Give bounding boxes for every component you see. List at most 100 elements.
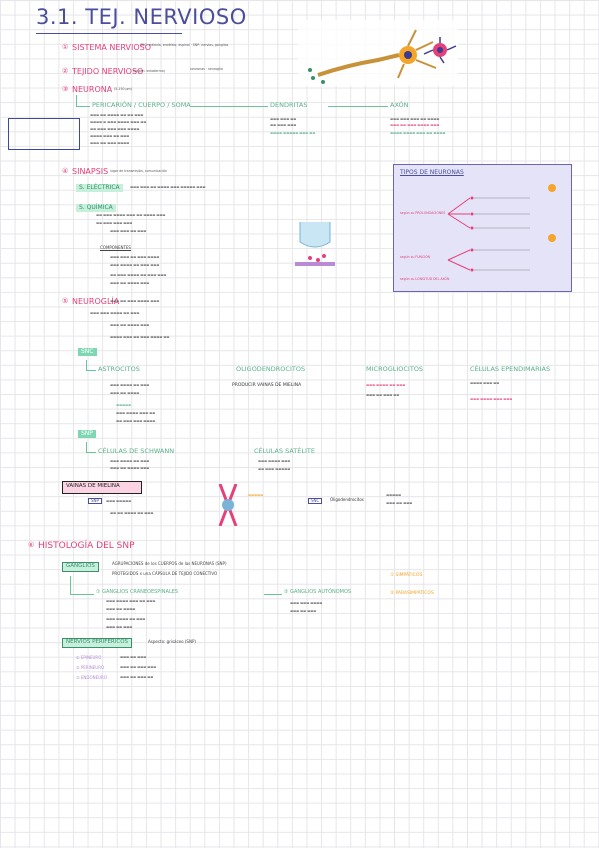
connector — [86, 360, 87, 370]
dendritas-label: DENDRITAS — [270, 101, 308, 109]
note-line: ▬▬▬▬ ▬▬▬▬ ▬▬▬ ▬▬ ▬▬▬▬ — [390, 131, 446, 135]
note-line: ▬▬▬▬ ▬▬▬ ▬▬ ▬▬▬ ▬▬▬▬ ▬▬ — [110, 335, 170, 339]
note-line: ▬▬▬ ▬▬▬ ▬▬ ▬▬▬ ▬▬▬▬ — [110, 255, 160, 259]
note-line: ▬▬▬ ▬▬▬ ▬▬ ▬▬▬▬ ▬▬▬ ▬▬▬▬▬ ▬▬▬ — [130, 185, 206, 189]
sinapsis-quimica: S. QUÍMICA — [76, 204, 116, 212]
s2-label: TEJIDO NERVIOSO — [72, 67, 144, 76]
connector — [264, 594, 282, 595]
note-line: ▬▬ ▬▬▬ ▬▬▬▬ ▬▬▬ ▬▬ ▬▬▬▬ ▬▬▬ — [96, 213, 166, 217]
sinapsis-electrica: S. ELÉCTRICA — [76, 184, 123, 192]
s1-num: ① — [62, 43, 69, 51]
note-line: ▬▬▬ ▬▬▬▬▬ — [106, 499, 132, 503]
connector — [70, 594, 94, 595]
note-line: ▬▬ ▬▬▬ ▬▬▬▬▬ — [258, 467, 291, 471]
note-line: ▬▬▬ ▬▬▬ ▬▬ ▬▬▬ — [110, 229, 147, 233]
tipos-title: TIPOS DE NEURONAS — [400, 169, 464, 176]
producir-vainas: PRODUCIR VAINAS DE MIELINA — [232, 383, 302, 388]
schwann-label: CÉLULAS DE SCHWANN — [98, 447, 175, 455]
note-line: ▬▬▬ ▬▬ ▬▬▬▬ ▬▬▬ — [110, 466, 150, 470]
pericarion-label: PERICARIÓN / CUERPO / SOMA — [92, 101, 191, 109]
note-line: ▬▬▬▬ ▬▬▬▬▬ ▬▬▬ ▬▬ — [270, 131, 316, 135]
note-line: ▬▬▬ ▬▬▬▬ ▬▬▬ ▬▬▬ — [470, 397, 513, 401]
note-line: ▬▬▬ ▬▬ ▬▬▬▬ — [106, 607, 136, 611]
note-line: ▬▬▬ ▬▬▬▬ ▬▬▬ ▬▬ — [116, 411, 156, 415]
componentes-label: COMPONENTES — [100, 245, 131, 250]
note-line: ▬▬▬ ▬▬ ▬▬▬ ▬▬▬▬ ▬▬▬ — [390, 123, 440, 127]
snc-box: SNC — [78, 348, 97, 356]
connector — [76, 106, 90, 107]
ganglios-parasimp: ② PARASIMPÁTICOS — [390, 591, 434, 596]
note-line: ▬▬▬ ▬▬▬ ▬▬▬▬ — [290, 601, 323, 605]
note-line: ▬▬▬ ▬▬ ▬▬▬▬ ▬▬▬ — [110, 323, 150, 327]
note-line: ▬▬▬ ▬▬ ▬▬▬ ▬▬▬▬ — [90, 141, 130, 145]
microgliocitos-label: MICROGLIOCITOS — [366, 365, 424, 373]
connector — [190, 106, 268, 107]
s1-label: SISTEMA NERVIOSO — [72, 43, 152, 52]
vainas-title: VAINAS DE MIELINA — [66, 483, 120, 489]
s3-paren: (5-150 μm) — [114, 87, 132, 91]
note-line: ▬▬▬ ▬▬ ▬▬▬▬ ▬▬▬ — [110, 281, 150, 285]
perineuro-label: ② PERINEURO — [76, 665, 105, 670]
note-line: ▬▬▬▬▬ — [116, 403, 132, 407]
vainas-box — [62, 481, 142, 494]
title-underline — [36, 33, 182, 34]
s2-num: ② — [62, 67, 69, 75]
note-line: ▬▬▬▬▬ — [386, 493, 402, 497]
note-line: ▬▬▬ ▬▬▬▬ ▬▬ ▬▬▬ ▬▬▬ — [110, 263, 160, 267]
note-line: ▬▬ ▬▬▬ ▬▬▬▬ ▬▬ ▬▬▬ ▬▬▬ — [110, 273, 167, 277]
note-line: ▬▬▬ ▬▬ ▬▬▬▬ ▬▬ ▬▬ ▬▬▬ — [90, 113, 144, 117]
note-line: ▬▬▬ ▬▬ ▬▬▬ — [290, 609, 317, 613]
note-line: ▬▬▬ ▬▬ ▬▬▬ — [386, 501, 413, 505]
oligodendrocitos-label: OLIGODENDROCITOS — [236, 365, 306, 373]
note-line: ▬▬▬ ▬▬ ▬▬▬ — [120, 655, 147, 659]
s3-label: NEURONA — [72, 85, 113, 94]
vainas-snc: SNC — [308, 498, 323, 504]
epineuro-label: ① EPINEURO — [76, 655, 102, 660]
synapse-illustration — [295, 222, 335, 266]
note-line: ▬▬ ▬▬▬ ▬▬▬ ▬▬▬▬ — [116, 419, 156, 423]
endoneuro-label: ③ ENDONEURO — [76, 675, 107, 680]
s4-sub: lugar de transmisión, comunicación — [110, 169, 167, 173]
tipos-c: según su LONGITUD DEL AXÓN — [400, 277, 450, 281]
s3-num: ③ — [62, 85, 69, 93]
connector — [70, 576, 71, 594]
ganglios-desc: AGRUPACIONES de los CUERPOS de las NEURO… — [112, 561, 227, 566]
s4-label: SINAPSIS — [72, 167, 109, 176]
note-line: ▬▬▬ ▬▬ ▬▬▬ ▬▬ — [366, 393, 400, 397]
vainas-oligo: Oligodendrocitos — [330, 497, 364, 502]
snp-box: SNP — [78, 430, 96, 438]
note-line: ▬▬▬ ▬▬ ▬▬▬ ▬▬ — [120, 675, 154, 679]
s2-sub: neuronas · neuroglía — [190, 67, 223, 71]
ependimarias-label: CÉLULAS EPENDIMARIAS — [470, 365, 551, 373]
note-line: ▬▬▬▬ ▬ ▬▬▬ ▬▬▬▬ ▬▬▬ ▬▬ — [90, 120, 147, 124]
connector — [86, 370, 96, 371]
satelite-label: CÉLULAS SATÉLITE — [254, 447, 315, 455]
ganglios-auto: ② GANGLIOS AUTÓNOMOS — [284, 589, 352, 595]
note-line: ▬▬▬ ▬▬▬▬ ▬▬ ▬▬▬ — [106, 617, 146, 621]
note-line: ▬▬▬ ▬▬ ▬▬▬ ▬▬▬ — [120, 665, 157, 669]
note-line: ▬▬▬ ▬▬ ▬▬▬ ▬▬▬▬ ▬▬▬ — [110, 299, 160, 303]
s1-sub: SNC: médula, encéfalo, espinal · SNP: ne… — [140, 43, 229, 47]
s4-num: ④ — [62, 167, 69, 175]
s2-paren: (origen: ectodermo) — [133, 69, 165, 73]
note-line: ▬▬▬▬ ▬▬▬ ▬▬ ▬▬▬ — [90, 134, 130, 138]
s6-label: HISTOLOGÍA DEL SNP — [38, 541, 135, 551]
neuron-mini-icon — [423, 37, 457, 64]
ganglios-simp: ① SIMPÁTICOS — [390, 573, 423, 578]
note-line: ▬▬▬ ▬▬▬▬ ▬▬▬ ▬▬ ▬▬▬ — [106, 599, 156, 603]
nervios-box: NERVIOS PERIFÉRICOS — [62, 638, 133, 648]
s5-num: ⑤ — [62, 297, 69, 305]
note-line: ▬▬ ▬▬ ▬▬▬▬ ▬▬ ▬▬▬ — [110, 511, 154, 515]
s6-num: ⑥ — [28, 541, 35, 549]
astrocitos-label: ASTROCITOS — [98, 365, 140, 373]
myelin-illustration — [218, 484, 238, 526]
note-line: ▬▬▬ ▬▬▬▬ ▬▬▬ — [258, 459, 291, 463]
note-line: ▬▬▬ ▬▬▬ ▬▬ — [270, 117, 297, 121]
tipos-a: según su PROLONGACIONES — [400, 211, 446, 215]
note-line: ▬▬▬ ▬▬▬ ▬▬▬▬ ▬▬ ▬▬▬ — [90, 311, 140, 315]
note-line: ▬▬▬▬▬ — [248, 493, 264, 497]
note-line: ▬▬ ▬▬▬ ▬▬▬ ▬▬▬ — [96, 221, 133, 225]
vainas-snp: SNP — [88, 498, 102, 504]
note-line: ▬▬▬ ▬▬▬▬ ▬▬ ▬▬▬ — [366, 383, 406, 387]
